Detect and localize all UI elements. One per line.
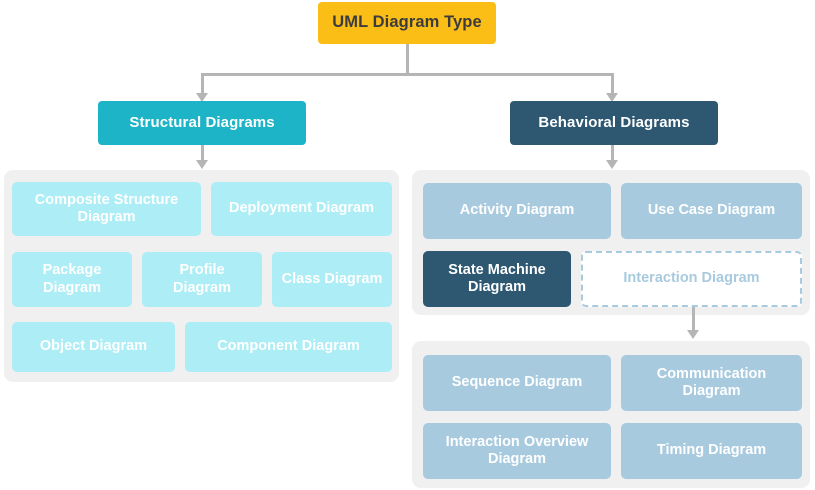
card-communication-diagram-label: Communication Diagram <box>656 365 767 399</box>
card-interaction-diagram-label: Interaction Diagram <box>623 270 760 287</box>
card-use-case-diagram[interactable]: Use Case Diagram <box>621 183 802 239</box>
node-structural-diagrams[interactable]: Structural Diagrams <box>98 101 306 145</box>
connector-root-stem <box>406 42 409 75</box>
node-structural-diagrams-label: Structural Diagrams <box>129 114 275 132</box>
card-component-diagram-label: Component Diagram <box>217 338 360 355</box>
card-composite-structure-diagram-label: Composite Structure Diagram <box>34 191 179 225</box>
card-interaction-overview-diagram[interactable]: Interaction Overview Diagram <box>423 423 611 479</box>
arrow-to-structural-icon <box>196 93 208 102</box>
card-deployment-diagram-label: Deployment Diagram <box>228 200 375 217</box>
connector-interaction-to-panel <box>692 307 695 331</box>
card-activity-diagram-label: Activity Diagram <box>459 202 575 219</box>
card-sequence-diagram-label: Sequence Diagram <box>451 374 583 391</box>
connector-to-structural <box>201 73 204 94</box>
arrow-behavioral-panel-icon <box>606 160 618 169</box>
card-class-diagram-label: Class Diagram <box>281 270 383 287</box>
arrow-structural-panel-icon <box>196 160 208 169</box>
card-deployment-diagram[interactable]: Deployment Diagram <box>211 182 392 236</box>
connector-to-behavioral <box>611 73 614 94</box>
card-object-diagram[interactable]: Object Diagram <box>12 322 175 372</box>
card-package-diagram[interactable]: Package Diagram <box>12 252 132 307</box>
card-profile-diagram[interactable]: Profile Diagram <box>142 252 262 307</box>
card-interaction-overview-diagram-label: Interaction Overview Diagram <box>445 433 589 467</box>
card-object-diagram-label: Object Diagram <box>39 338 148 355</box>
card-state-machine-diagram[interactable]: State Machine Diagram <box>423 251 571 307</box>
card-timing-diagram[interactable]: Timing Diagram <box>621 423 802 479</box>
card-use-case-diagram-label: Use Case Diagram <box>647 202 776 219</box>
node-behavioral-diagrams-label: Behavioral Diagrams <box>538 114 690 132</box>
node-uml-diagram-type-label: UML Diagram Type <box>332 13 482 32</box>
connector-structural-to-panel <box>201 145 204 161</box>
card-profile-diagram-label: Profile Diagram <box>172 262 232 296</box>
connector-behavioral-to-panel <box>611 145 614 161</box>
node-uml-diagram-type[interactable]: UML Diagram Type <box>318 2 496 44</box>
card-communication-diagram[interactable]: Communication Diagram <box>621 355 802 411</box>
node-behavioral-diagrams[interactable]: Behavioral Diagrams <box>510 101 718 145</box>
card-class-diagram[interactable]: Class Diagram <box>272 252 392 307</box>
card-interaction-diagram[interactable]: Interaction Diagram <box>581 251 802 307</box>
card-composite-structure-diagram[interactable]: Composite Structure Diagram <box>12 182 201 236</box>
card-package-diagram-label: Package Diagram <box>42 262 102 296</box>
card-sequence-diagram[interactable]: Sequence Diagram <box>423 355 611 411</box>
card-state-machine-diagram-label: State Machine Diagram <box>448 261 546 295</box>
arrow-interaction-panel-icon <box>687 330 699 339</box>
card-component-diagram[interactable]: Component Diagram <box>185 322 392 372</box>
card-timing-diagram-label: Timing Diagram <box>656 442 767 459</box>
connector-root-bar <box>201 73 611 76</box>
arrow-to-behavioral-icon <box>606 93 618 102</box>
card-activity-diagram[interactable]: Activity Diagram <box>423 183 611 239</box>
